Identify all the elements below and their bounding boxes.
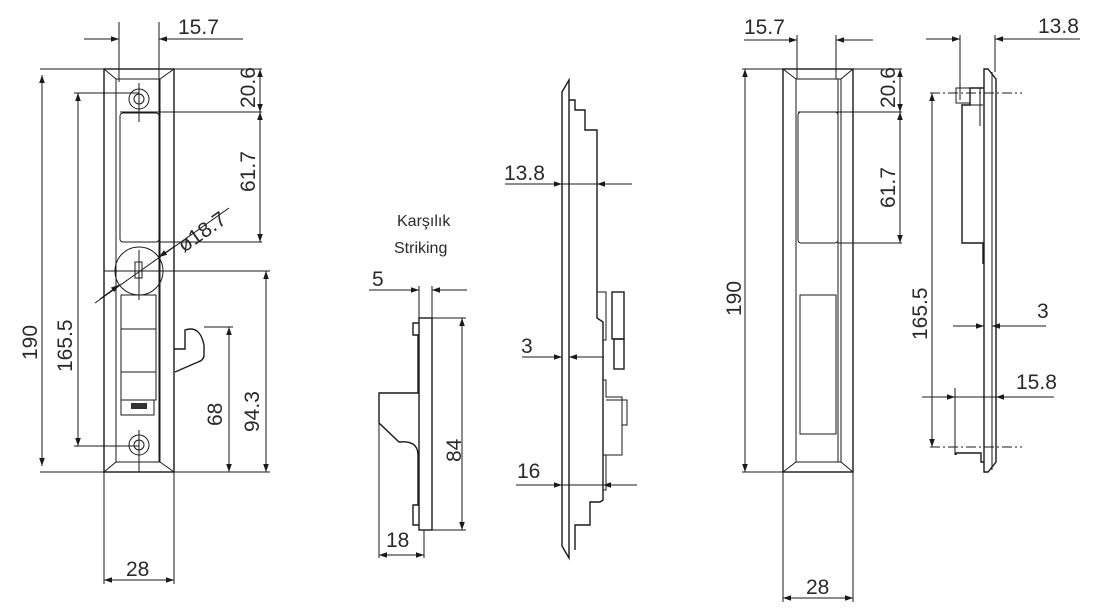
dim-rear-width: 28	[806, 576, 829, 599]
dim-top-offset: 20.6	[237, 67, 260, 108]
dim-key-diameter: ø18.7	[174, 207, 231, 257]
side-view: 13.8 3 16	[504, 77, 637, 561]
dim-rear-side-screw-spacing: 165.5	[909, 287, 932, 340]
front-view: 15.7 190 165.5 20.6 61.7 ø18.7 68 94.3 2…	[19, 16, 270, 584]
dim-rear-side-depth-bottom: 15.8	[1016, 371, 1057, 394]
striking-view: Karşılık Striking 18 5 84	[369, 213, 467, 558]
dim-rear-side-plate: 3	[1037, 300, 1049, 323]
dim-screw-spacing: 165.5	[54, 319, 77, 372]
striking-label-en: Striking	[394, 240, 447, 257]
rear-window-bottom	[799, 294, 837, 435]
rear-view: 15.7 190 20.6 61.7 28	[723, 16, 903, 602]
dim-rear-total-height: 190	[723, 281, 746, 316]
dim-side-depth-top: 13.8	[504, 162, 545, 185]
dim-striking-depth: 18	[386, 529, 409, 552]
dim-side-depth-bottom: 16	[517, 460, 540, 483]
dim-window-height: 61.7	[237, 151, 260, 192]
dim-rear-window-height: 61.7	[877, 167, 900, 208]
striking-label-tr: Karşılık	[397, 213, 451, 230]
dim-total-height: 190	[19, 325, 42, 360]
dim-hook-height: 68	[204, 403, 227, 426]
dim-striking-height: 84	[443, 438, 466, 462]
hook-icon	[174, 328, 205, 373]
dim-width-top: 15.7	[178, 16, 219, 39]
dim-rear-width-top: 15.7	[744, 16, 785, 39]
rear-window-top	[797, 111, 839, 244]
dim-width: 28	[126, 558, 149, 581]
front-window	[119, 112, 160, 243]
dim-rear-top-offset: 20.6	[877, 67, 900, 108]
screw-bottom-icon	[128, 430, 150, 472]
screw-top-icon	[128, 83, 150, 122]
rear-side-view: 13.8 165.5 3 15.8	[909, 15, 1080, 473]
dim-rear-side-depth-top: 13.8	[1038, 15, 1079, 38]
dim-side-plate: 3	[521, 335, 533, 358]
dim-key-height: 94.3	[241, 391, 264, 432]
dim-striking-thickness: 5	[372, 268, 384, 291]
